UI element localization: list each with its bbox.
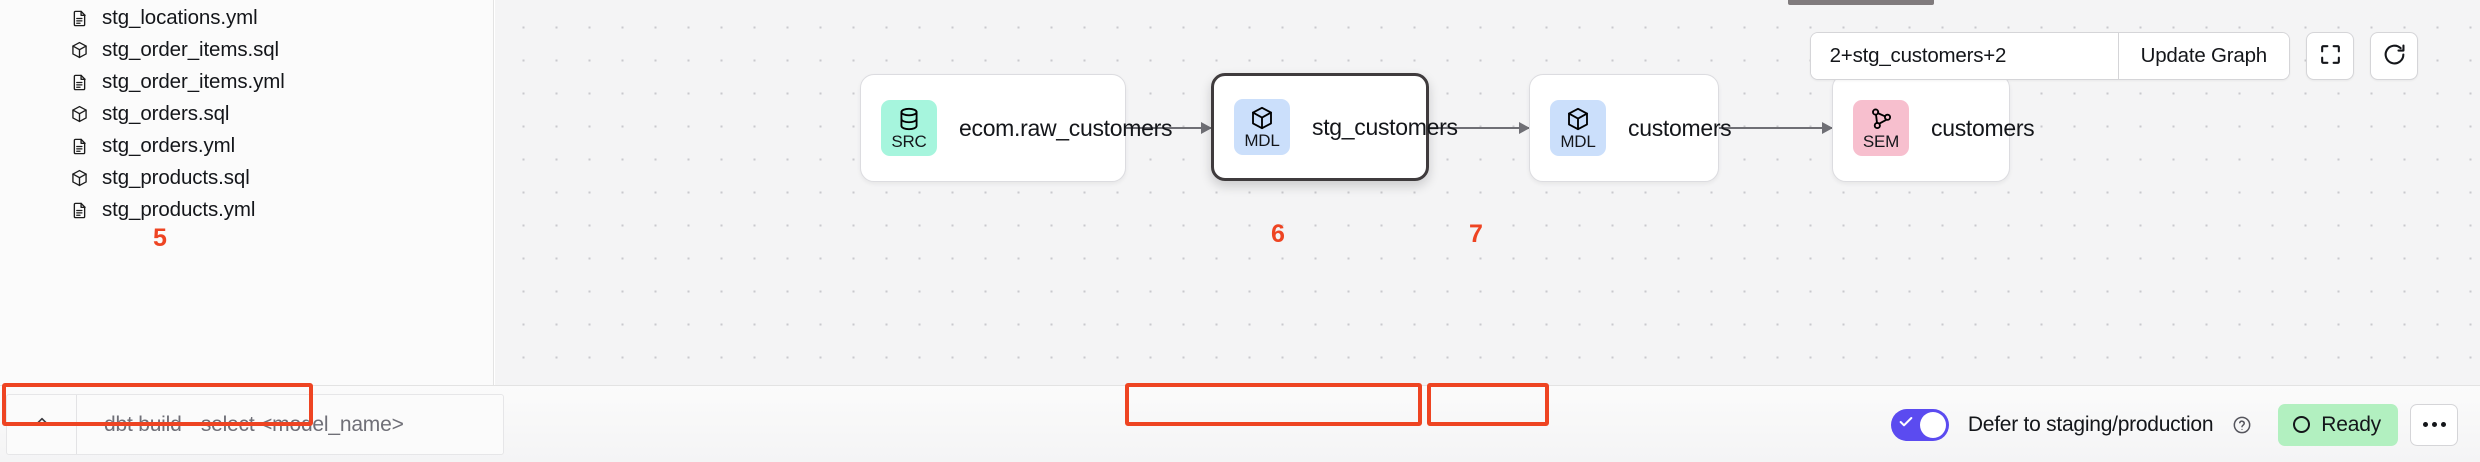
file-list-item[interactable]: stg_products.yml <box>0 194 493 226</box>
check-icon <box>1898 414 1914 435</box>
status-badge-label: Ready <box>2321 412 2381 436</box>
node-type-badge-src: SRC <box>881 100 937 156</box>
status-badge-ready[interactable]: Ready <box>2278 403 2398 446</box>
more-options-button[interactable] <box>2410 403 2458 446</box>
cube-sql-icon <box>70 105 89 124</box>
file-list-item-label: stg_order_items.yml <box>102 70 285 93</box>
cube-sql-icon <box>70 41 89 60</box>
file-list-item-label: stg_products.sql <box>102 166 250 189</box>
graph-selector-group: Update Graph <box>1809 32 2290 80</box>
more-horizontal-icon-dot3 <box>2440 422 2446 427</box>
defer-label: Defer to staging/production <box>1967 412 2214 436</box>
node-type-badge-label: SRC <box>891 132 927 151</box>
graph-selector-input[interactable] <box>1810 33 2118 79</box>
bottom-status-bar: Defer to staging/production Ready <box>0 385 2480 462</box>
command-bar-collapse-button[interactable] <box>7 395 77 454</box>
defer-to-staging-group: Defer to staging/production <box>1890 408 2252 441</box>
command-bar <box>6 394 504 455</box>
lineage-node-mdl-stg-customers[interactable]: MDL stg_customers <box>1211 73 1458 181</box>
file-list-item[interactable]: stg_locations.yml <box>0 2 493 34</box>
node-type-badge-mdl: MDL <box>1234 99 1290 155</box>
node-type-badge-mdl: MDL <box>1550 100 1606 156</box>
lineage-canvas[interactable]: Update Graph <box>495 0 2480 385</box>
lineage-node-sem-customers[interactable]: SEM customers <box>1832 74 2035 182</box>
database-icon <box>896 106 922 132</box>
file-yml-icon <box>70 9 89 28</box>
lineage-edge <box>1429 122 1530 134</box>
file-list-item-label: stg_orders.sql <box>102 102 230 125</box>
update-graph-button[interactable]: Update Graph <box>2117 33 2289 79</box>
file-list-item[interactable]: stg_order_items.yml <box>0 66 493 98</box>
file-list-item-label: stg_orders.yml <box>102 134 236 157</box>
file-list: stg_locations.yml stg_order_items.sql stg_… <box>0 2 493 226</box>
active-tab-indicator <box>1788 0 1934 5</box>
file-list-item[interactable]: stg_orders.yml <box>0 130 493 162</box>
lineage-edge <box>1126 122 1212 134</box>
file-explorer-sidebar[interactable]: stg_locations.yml stg_order_items.sql stg_… <box>0 0 494 385</box>
cube-sql-icon <box>70 169 89 188</box>
file-yml-icon <box>70 137 89 156</box>
lineage-edge <box>1719 122 1833 134</box>
dbt-command-input[interactable] <box>77 395 503 454</box>
question-circle-icon[interactable] <box>2232 415 2252 435</box>
fullscreen-expand-icon <box>2318 42 2343 70</box>
refresh-graph-button[interactable] <box>2370 32 2418 80</box>
more-horizontal-icon-dot2 <box>2431 422 2437 427</box>
file-list-item-label: stg_locations.yml <box>102 6 258 29</box>
cube-icon <box>1249 105 1275 131</box>
file-list-item[interactable]: stg_order_items.sql <box>0 34 493 66</box>
status-circle-icon <box>2293 416 2311 433</box>
node-type-badge-label: MDL <box>1560 132 1596 151</box>
graph-toolbar: Update Graph <box>1809 32 2418 80</box>
semantic-graph-icon <box>1868 106 1894 132</box>
node-type-badge-label: MDL <box>1244 131 1280 150</box>
lineage-node-label: customers <box>1931 114 2035 141</box>
lineage-node-label: customers <box>1628 114 1732 141</box>
lineage-node-label: ecom.raw_customers <box>959 114 1173 141</box>
node-type-badge-sem: SEM <box>1853 100 1909 156</box>
refresh-icon <box>2382 42 2407 70</box>
node-type-badge-label: SEM <box>1862 132 1900 151</box>
file-list-item[interactable]: stg_products.sql <box>0 162 493 194</box>
toggle-knob <box>1919 411 1946 438</box>
lineage-node-label: stg_customers <box>1312 113 1458 140</box>
fullscreen-expand-icon-button[interactable] <box>2306 32 2354 80</box>
more-horizontal-icon <box>2422 422 2428 427</box>
chevron-up-icon <box>32 412 52 437</box>
file-yml-icon <box>70 201 89 220</box>
defer-toggle[interactable] <box>1890 408 1949 441</box>
status-cluster: Defer to staging/production Ready <box>1890 386 2458 462</box>
file-list-item[interactable]: stg_orders.sql <box>0 98 493 130</box>
cube-icon <box>1565 106 1591 132</box>
file-list-item-label: stg_products.yml <box>102 198 256 221</box>
file-list-item-label: stg_order_items.sql <box>102 38 279 61</box>
ready-group: Ready <box>2278 403 2458 446</box>
lineage-node-src-ecom-raw-customers[interactable]: SRC ecom.raw_customers <box>860 74 1172 182</box>
lineage-node-mdl-customers[interactable]: MDL customers <box>1529 74 1732 182</box>
file-yml-icon <box>70 73 89 92</box>
